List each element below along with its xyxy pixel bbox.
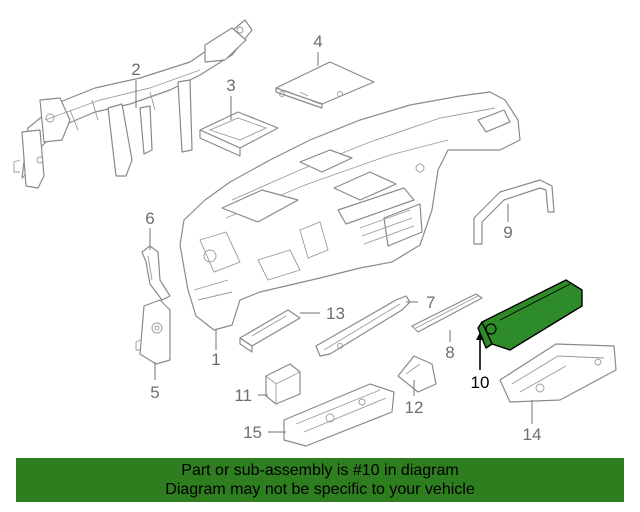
callout-6: 6 [145,209,154,228]
part-10-glove-box[interactable] [477,279,583,351]
part-2-reinforcement-beam [13,19,253,189]
part-8-strip [411,293,483,333]
callout-7: 7 [426,293,435,312]
callout-14: 14 [523,425,542,444]
callout-12: 12 [405,398,424,417]
callout-9: 9 [503,223,512,242]
part-13-bracket [239,309,301,353]
callout-8: 8 [445,343,454,362]
callout-2: 2 [131,60,140,79]
part-5-side-cover [135,299,171,365]
callout-1: 1 [211,350,220,369]
part-3-tray [199,111,279,157]
callout-15: 15 [243,423,262,442]
callout-3: 3 [226,76,235,95]
fitment-notice-banner: Part or sub-assembly is #10 in diagram D… [16,458,624,502]
leader-lines [135,52,533,433]
part-15-floor-panel [283,383,395,447]
callout-5: 5 [150,383,159,402]
callout-4: 4 [313,32,322,51]
part-11-box [265,363,301,405]
notice-line-part-number: Part or sub-assembly is #10 in diagram [181,462,459,479]
exploded-parts-diagram: 1 2 3 4 5 6 7 8 9 10 11 12 13 14 15 [13,19,617,447]
part-7-lower-trim [315,295,411,357]
part-9-trim-strip [473,179,555,245]
part-12-cover [397,355,437,393]
part-14-lower-panel [499,343,617,403]
part-6-bracket [141,245,171,301]
notice-line-disclaimer: Diagram may not be specific to your vehi… [165,481,475,498]
part-4-top-cover [275,61,375,109]
part-1-instrument-panel [179,91,521,331]
callout-13: 13 [326,304,345,323]
callout-10: 10 [471,373,490,392]
callout-11: 11 [234,386,252,405]
